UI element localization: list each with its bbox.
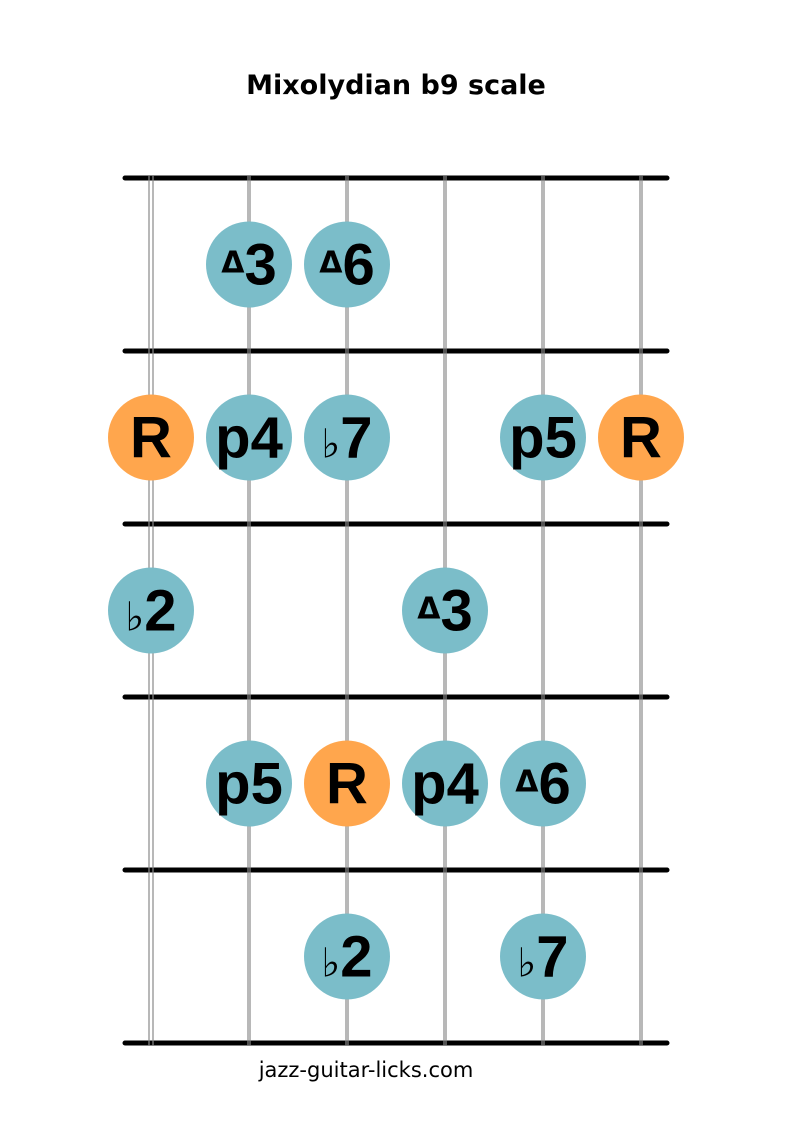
note-label: R — [620, 406, 662, 471]
scale-note-marker: p5 — [500, 394, 586, 481]
note-label: R — [130, 406, 172, 471]
scale-note-marker: Δ3 — [206, 221, 292, 308]
note-label: ♭2 — [321, 925, 372, 990]
note-label: p5 — [215, 752, 283, 817]
root-note-marker: R — [304, 740, 390, 827]
note-circle — [304, 221, 390, 308]
string-line — [639, 175, 643, 1046]
note-label: Δ6 — [515, 752, 570, 817]
note-circle — [402, 740, 488, 827]
scale-note-marker: p4 — [402, 740, 488, 827]
note-label: p4 — [215, 406, 283, 471]
string-line — [247, 175, 251, 1046]
scale-note-marker: p5 — [206, 740, 292, 827]
diagram-title: Mixolydian b9 scale — [246, 70, 546, 101]
note-label: R — [326, 752, 368, 817]
note-circle — [598, 394, 684, 481]
note-label: p4 — [411, 752, 479, 817]
scale-note-marker: Δ6 — [304, 221, 390, 308]
note-circle — [108, 567, 194, 654]
scale-note-marker: p4 — [206, 394, 292, 481]
scale-note-marker: Δ6 — [500, 740, 586, 827]
scale-note-marker: Δ3 — [402, 567, 488, 654]
note-circle — [500, 394, 586, 481]
note-circle — [206, 740, 292, 827]
note-circle — [304, 394, 390, 481]
note-circle — [402, 567, 488, 654]
note-circle — [500, 913, 586, 1000]
root-note-marker: R — [598, 394, 684, 481]
note-circle — [206, 394, 292, 481]
scale-note-marker: ♭7 — [304, 394, 390, 481]
string-line — [345, 175, 349, 1046]
website-credit: jazz-guitar-licks.com — [258, 1058, 474, 1082]
note-label: Δ3 — [221, 233, 276, 298]
note-circle — [304, 913, 390, 1000]
note-label: p5 — [509, 406, 577, 471]
scale-note-marker: ♭2 — [108, 567, 194, 654]
root-note-marker: R — [108, 394, 194, 481]
note-label: Δ6 — [319, 233, 374, 298]
note-label: ♭7 — [517, 925, 568, 990]
note-label: ♭7 — [321, 406, 372, 471]
scale-note-marker: ♭7 — [500, 913, 586, 1000]
note-circle — [206, 221, 292, 308]
scale-note-marker: ♭2 — [304, 913, 390, 1000]
note-circle — [304, 740, 390, 827]
string-line — [541, 175, 545, 1046]
note-label: Δ3 — [417, 579, 472, 644]
note-label: ♭2 — [125, 579, 176, 644]
note-circle — [108, 394, 194, 481]
note-circle — [500, 740, 586, 827]
